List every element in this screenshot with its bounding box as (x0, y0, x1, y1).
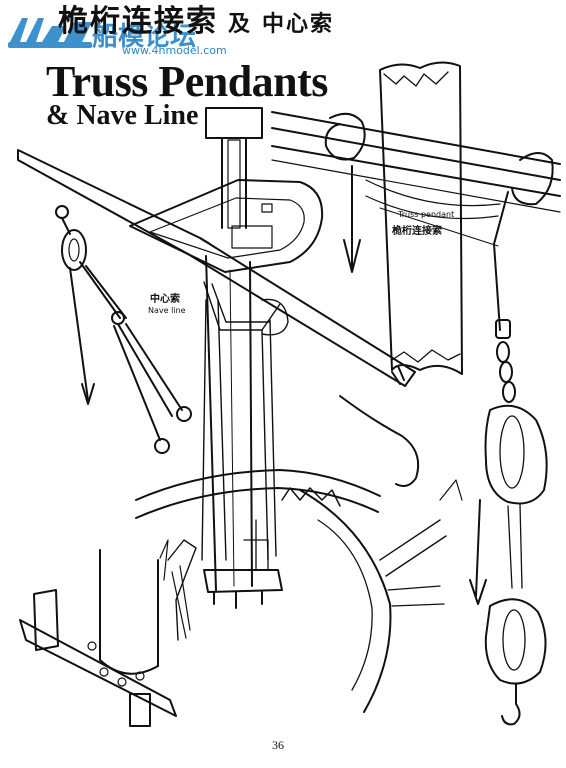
topmast (205, 107, 263, 229)
nave-line-label-cn: 中心索 (150, 294, 180, 305)
truss-tackle (469, 319, 548, 726)
ship-forum-logo-icon (8, 18, 92, 48)
page-number: 36 (272, 738, 284, 752)
lower-mast-section (379, 61, 463, 375)
nave-line-label: Nave line (148, 306, 186, 315)
watermark-url: www.4hmodel.com (122, 44, 227, 57)
page-subtitle: & Nave Line (46, 100, 199, 131)
mast-step (203, 519, 283, 609)
page-title: Truss Pendants (46, 57, 328, 106)
nave-line-pendant (55, 205, 192, 454)
title-cn-primary: 桅桁连接索 (58, 4, 218, 39)
fighting-top (135, 395, 463, 713)
top-platform (129, 179, 324, 273)
title-cn-connector: 及 (228, 11, 253, 37)
yard-detail (271, 111, 561, 213)
truss-lines (201, 281, 289, 561)
page-title-chinese: 桅桁连接索及中心索 (58, 0, 334, 40)
truss-pendant-label: Truss pendant (398, 210, 455, 219)
truss-pendant-label-cn: 桅桁连接索 (392, 226, 442, 237)
watermark-site-name: 船模论坛 (92, 22, 197, 52)
truss-pendant-loops (324, 112, 554, 331)
title-cn-secondary: 中心索 (262, 11, 335, 37)
deck-detail (19, 539, 197, 727)
yard-spar (17, 149, 416, 387)
